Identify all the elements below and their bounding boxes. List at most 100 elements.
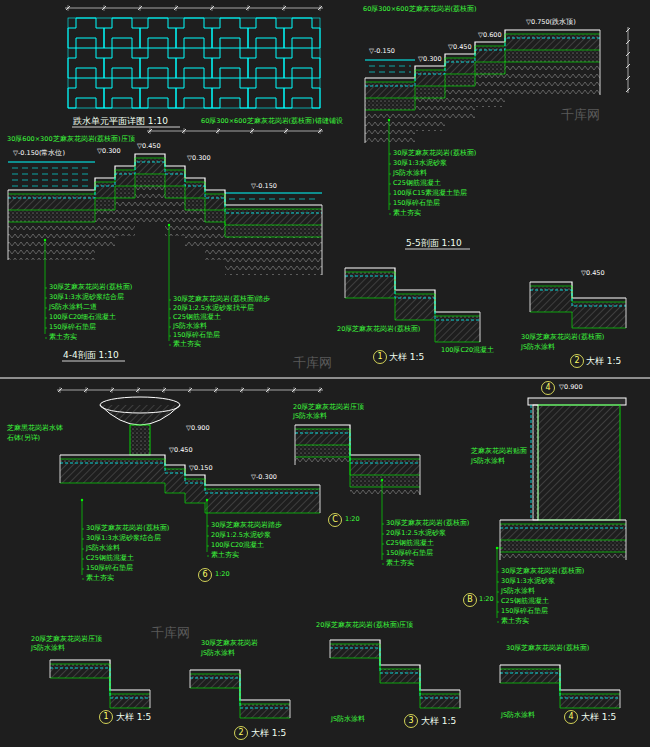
material-layer <box>500 552 626 560</box>
profile-line <box>66 6 70 10</box>
profile-line <box>266 388 270 392</box>
profile-line <box>286 128 287 134</box>
profile-line <box>369 72 411 73</box>
profile-line <box>148 129 152 133</box>
profile-line <box>318 129 322 133</box>
elevation-mark: ▽0.450 <box>580 270 606 277</box>
profile-line <box>365 78 366 143</box>
material-note: 1:20 <box>344 516 361 523</box>
material-note: 1:20 <box>478 596 495 603</box>
elevation-mark: ▽-0.300 <box>250 474 278 481</box>
view-title: 5-5剖面 1:10 <box>405 238 463 248</box>
leader-dot <box>206 499 208 501</box>
profile-line <box>82 549 84 550</box>
paving-unit <box>212 18 248 48</box>
material-note: JS防水涂料 <box>200 650 236 657</box>
material-note: 素土夯实 <box>385 560 415 567</box>
elevation-mark: ▽0.300 <box>417 56 443 63</box>
detail-ring <box>374 351 387 364</box>
profile-line <box>345 298 480 342</box>
material-note: JS防水涂料 <box>172 323 208 330</box>
profile-line <box>60 463 320 493</box>
elevation-mark: ▽0.450 <box>168 447 194 454</box>
profile-line <box>240 388 244 392</box>
profile-line <box>369 66 411 67</box>
paving-unit <box>176 78 212 108</box>
detail-number: 3 <box>405 715 417 727</box>
elevation-mark: ▽0.300 <box>186 155 212 162</box>
material-note: C25钢筋混凝土 <box>392 180 442 187</box>
profile-line <box>60 387 61 393</box>
detail-number: 4 <box>565 711 577 723</box>
view-title: 大样 1:5 <box>250 728 287 738</box>
profile-line <box>169 327 171 328</box>
material-layer <box>500 524 626 528</box>
material-note: JS防水涂料二道 <box>48 304 98 311</box>
profile-line <box>82 569 84 570</box>
profile-line <box>12 180 91 181</box>
profile-line <box>282 6 286 10</box>
profile-line <box>150 690 151 708</box>
plan-outline <box>68 18 320 108</box>
material-note: 150厚碎石垫层 <box>48 324 97 331</box>
detail-ring <box>329 514 342 527</box>
profile-line <box>284 5 285 11</box>
profile-line <box>294 387 295 393</box>
profile-line <box>82 579 84 580</box>
detail-ring <box>542 382 555 395</box>
profile-line <box>420 455 421 495</box>
material-note: 150厚碎石垫层 <box>172 332 221 339</box>
view-title: 4-4剖面 1:10 <box>62 350 120 360</box>
material-note: 素土夯实 <box>172 341 202 348</box>
profile-line <box>190 670 191 688</box>
profile-line <box>62 361 125 362</box>
profile-line <box>162 388 166 392</box>
profile-line <box>45 318 47 319</box>
profile-line <box>497 622 499 623</box>
detail-number: 2 <box>571 355 583 367</box>
paving-unit <box>68 48 104 78</box>
profile-line <box>45 240 46 334</box>
profile-line <box>169 318 171 319</box>
material-note: 20厚芝麻灰花岗岩(荔枝面) <box>336 326 421 333</box>
profile-line <box>345 268 480 312</box>
profile-line <box>45 338 47 339</box>
material-note: 20厚1:2.5水泥砂浆找平层 <box>172 305 255 312</box>
profile-line <box>330 644 460 694</box>
paving-unit <box>284 48 320 78</box>
paving-unit <box>248 18 284 48</box>
paving-unit <box>284 18 320 48</box>
profile-line <box>382 554 384 555</box>
profile-line <box>50 668 150 698</box>
detail-number: 1 <box>100 711 112 723</box>
material-layer <box>365 62 600 143</box>
profile-line <box>290 700 291 718</box>
detail-number: 4 <box>542 382 554 394</box>
material-note: 石钵(另详) <box>6 435 41 442</box>
profile-line <box>8 174 322 225</box>
profile-line <box>500 520 501 560</box>
profile-line <box>248 5 249 11</box>
material-note: JS防水涂料 <box>292 413 328 420</box>
material-note: 100厚C20混凝土 <box>440 347 495 354</box>
profile-line <box>284 129 288 133</box>
sheet-divider <box>0 378 650 379</box>
profile-line <box>184 128 185 134</box>
profile-line <box>82 559 84 560</box>
watermark: 千库网 <box>150 626 191 641</box>
profile-line <box>252 128 253 134</box>
paving-unit <box>104 48 140 78</box>
profile-line <box>58 388 62 392</box>
profile-line <box>60 455 320 485</box>
profile-line <box>382 534 384 535</box>
profile-line <box>136 388 140 392</box>
material-note: C25钢筋混凝土 <box>385 540 435 547</box>
material-note: JS防水涂料 <box>330 716 366 723</box>
material-note: C25钢筋混凝土 <box>500 598 550 605</box>
profile-line <box>68 5 69 11</box>
profile-line <box>8 162 95 163</box>
elevation-mark: ▽0.750(跌水顶) <box>525 19 577 26</box>
material-note: 素土夯实 <box>210 552 240 559</box>
